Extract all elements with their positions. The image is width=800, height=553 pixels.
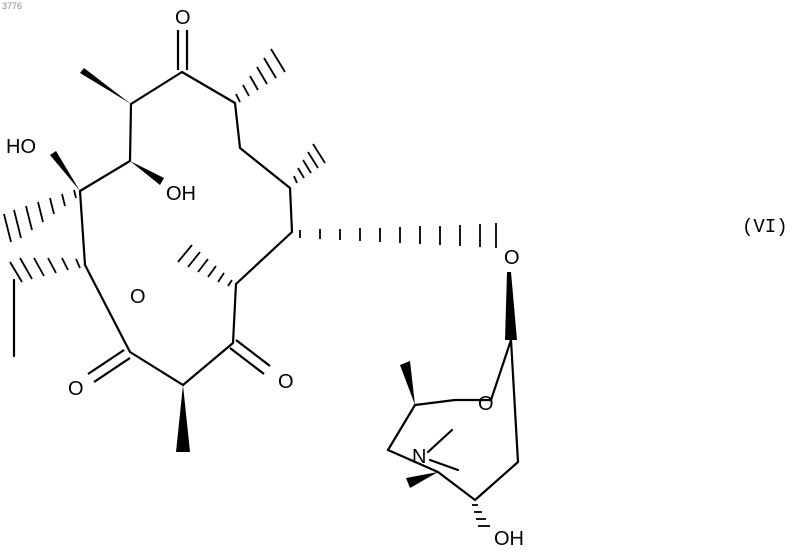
glycosidic-oxygen: O bbox=[504, 247, 520, 269]
ring-oxygen: O bbox=[130, 286, 146, 308]
sugar-ring: O N OH bbox=[388, 272, 524, 550]
compound-label: (VI) bbox=[742, 216, 788, 238]
methyl-hash-left bbox=[4, 190, 76, 242]
amine-wedge bbox=[406, 472, 438, 488]
lactone-oxygen: O bbox=[68, 378, 84, 400]
lactone-co-bond-2 bbox=[94, 358, 130, 382]
ethyl-hash bbox=[10, 258, 80, 282]
sugar-ring-oxygen: O bbox=[478, 393, 494, 415]
page-stamp: 3776 bbox=[2, 1, 22, 11]
sugar-methyl-wedge bbox=[400, 361, 415, 405]
amine-nitrogen: N bbox=[412, 446, 426, 468]
methyl-wedge-top-left bbox=[80, 68, 131, 104]
oh-wedge-mid bbox=[130, 161, 164, 185]
oh-mid-label: OH bbox=[166, 183, 196, 205]
ketone-oxygen-right: O bbox=[278, 371, 294, 393]
ketone-right-bond-2 bbox=[230, 348, 264, 374]
glycosidic-hash bbox=[300, 223, 496, 248]
ho-left-label: HO bbox=[6, 136, 36, 158]
macrolactone-ring: O OH HO bbox=[4, 7, 520, 452]
anomeric-wedge bbox=[505, 272, 517, 340]
n-methyl-1 bbox=[428, 430, 452, 452]
oh-hash-sugar bbox=[472, 505, 490, 526]
ketone-right-bond bbox=[236, 340, 270, 366]
ring-bonds bbox=[80, 72, 292, 385]
methyl-wedge-bottom bbox=[176, 385, 190, 452]
ho-wedge-left bbox=[50, 151, 80, 191]
n-methyl-2 bbox=[430, 460, 458, 470]
methyl-hash-mid-right bbox=[294, 144, 325, 183]
ketone-oxygen-top: O bbox=[175, 7, 191, 29]
lactone-co-bond bbox=[88, 350, 124, 374]
methyl-hash-top-right bbox=[236, 49, 285, 102]
methyl-hash-inner bbox=[178, 245, 232, 286]
sugar-oh-label: OH bbox=[494, 528, 524, 550]
